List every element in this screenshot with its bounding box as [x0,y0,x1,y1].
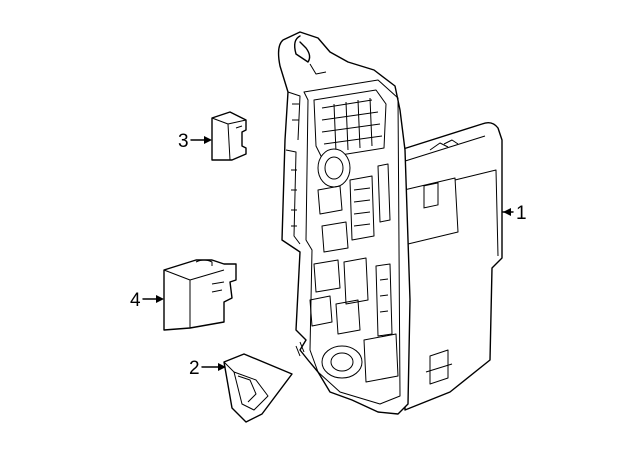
callout-3: 3 [178,131,212,152]
callout-3-label: 3 [178,131,189,152]
callout-2: 2 [189,358,226,379]
callout-4: 4 [130,290,164,311]
callout-1: 1 [502,203,527,224]
callout-1-label: 1 [516,203,527,224]
part-1-junction-box[interactable] [277,31,503,415]
part-4-relay[interactable] [163,259,237,331]
callout-2-label: 2 [189,358,200,379]
part-3-relay[interactable] [211,111,247,161]
callout-4-label: 4 [130,290,141,311]
part-2-cover[interactable] [223,353,293,423]
